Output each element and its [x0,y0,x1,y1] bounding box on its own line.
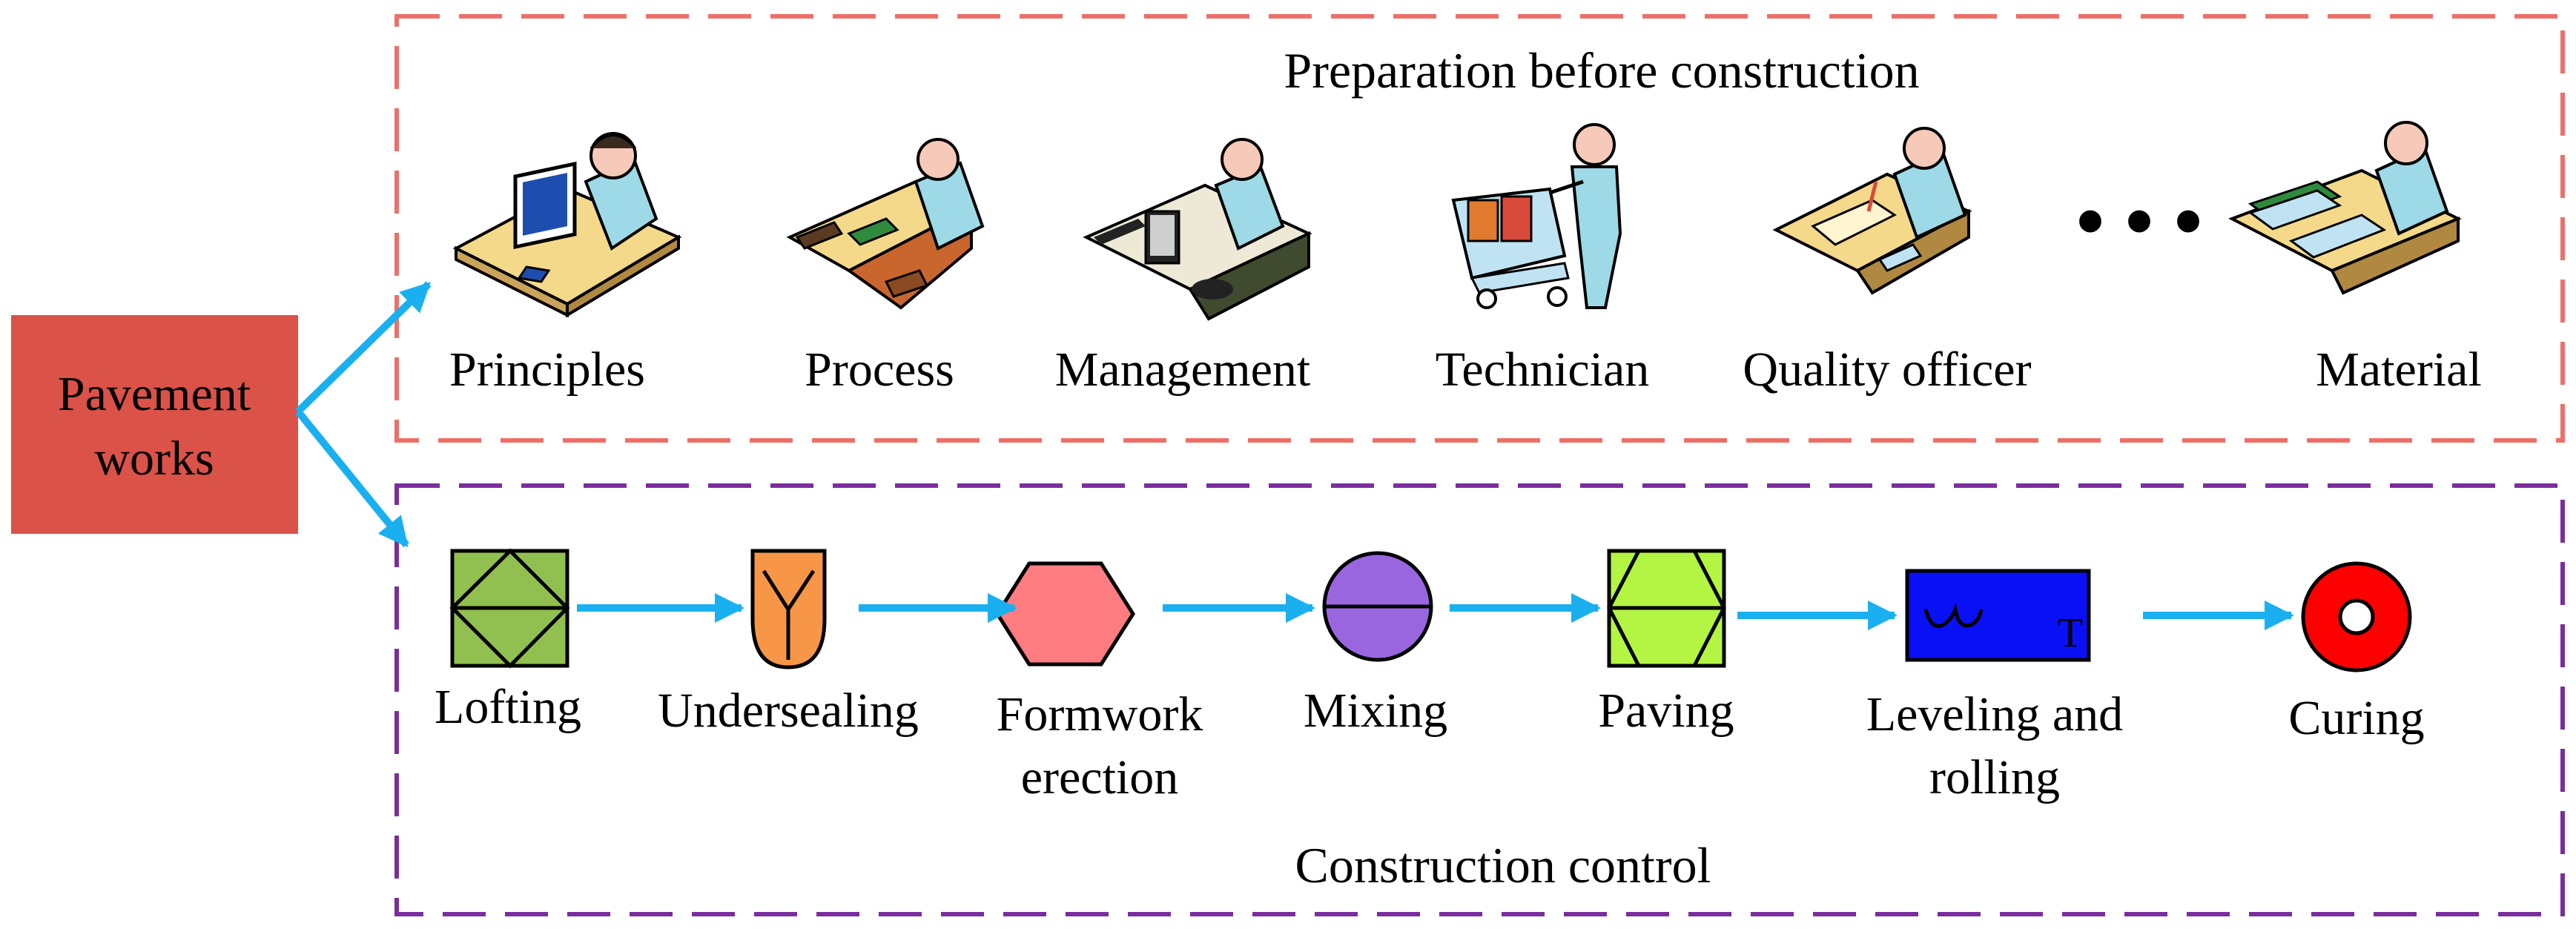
preparation-frame [394,14,2565,443]
label-process: Process [805,343,954,397]
label-rolling: rolling [1929,750,2060,804]
label-principles: Principles [449,343,645,397]
label-lofting: Lofting [435,680,581,734]
person-pushing-cart-icon [1451,123,1622,309]
label-erection: erection [1021,750,1179,804]
person-at-desk-with-documents-icon [786,138,985,310]
person-writing-at-desk-icon [1772,127,1972,295]
mixing-shape [1322,551,1433,662]
person-at-workstation-icon [1083,138,1312,321]
label-mixing: Mixing [1304,684,1447,738]
leveling-and-rolling-shape: T [1905,569,2091,662]
lofting-shape [449,548,570,669]
arrow-to-preparation [295,281,432,414]
label-material: Material [2316,343,2482,397]
label-technician: Technician [1436,343,1650,397]
label-formwork: Formwork [997,687,1203,741]
curing-shape [2301,561,2412,672]
construction-title: Construction control [1295,837,1711,893]
undersealing-shape [750,549,827,670]
ellipsis: • • • [2076,176,2203,266]
paving-shape [1607,549,1726,668]
arrow-to-construction [295,409,409,548]
pavement-works-label-2: works [94,432,214,486]
label-leveling-and: Leveling and [1866,687,2123,741]
person-at-computer-icon [452,132,682,318]
construction-frame [394,483,2565,916]
label-curing: Curing [2288,691,2424,745]
label-paving: Paving [1598,684,1734,738]
preparation-title: Preparation before construction [1284,42,1919,99]
person-with-stacked-materials-icon [2228,121,2462,295]
label-undersealing: Undersealing [658,684,919,738]
label-management: Management [1055,343,1311,397]
pavement-works-node: Pavement works [11,315,298,534]
pavement-works-label-1: Pavement [58,367,251,421]
label-quality-officer: Quality officer [1743,343,2031,397]
roller-t-glyph: T [2058,610,2083,656]
formwork-erection-shape [995,561,1135,667]
